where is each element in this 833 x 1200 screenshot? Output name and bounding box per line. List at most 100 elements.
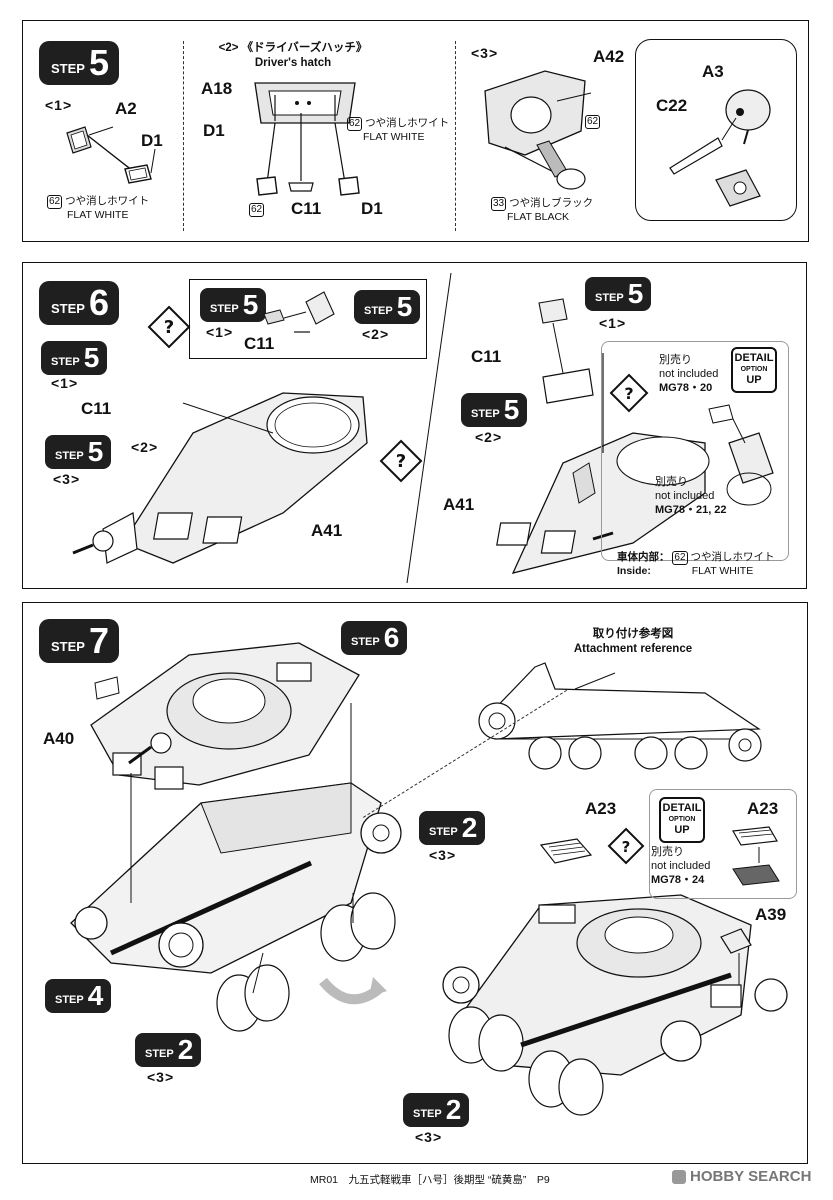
ref-sub: <2> [131, 439, 159, 455]
ref-step5-right-2: STEP 5 [461, 393, 528, 427]
brand-text: HOBBY SEARCH [690, 1168, 812, 1185]
part-c22-label: C22 [656, 96, 688, 115]
option-note-3: 別売り not included MG78・24 [651, 845, 710, 887]
option-parts-box [601, 341, 789, 561]
step-word: STEP [51, 60, 85, 76]
part-c11-label: C11 [81, 399, 112, 418]
ref-sub: <3> [147, 1069, 175, 1085]
step-number: 2 [445, 1094, 462, 1125]
part-a3-label: A3 [702, 62, 724, 81]
paint-jp: つや消しホワイト [690, 551, 775, 563]
step-number: 7 [88, 620, 109, 661]
paint-jp: つや消しブラック [509, 197, 594, 209]
detail-l2: OPTION [740, 366, 768, 373]
step5-sub1-label: <1> [45, 97, 73, 113]
ref-sub: <3> [429, 847, 457, 863]
paint-en: FLAT BLACK [507, 211, 570, 223]
paint-en: FLAT WHITE [67, 209, 129, 221]
option-jp: 別売り [651, 846, 684, 858]
step7-bogies-left [216, 892, 396, 1032]
drivers-hatch-title: <2> 《ドライバーズハッチ》 Driver's hatch [193, 41, 393, 71]
step-word: STEP [595, 292, 624, 304]
ref-step5-left-1: STEP 5 [41, 341, 108, 375]
step6-hull-right [496, 298, 710, 574]
step-word: STEP [55, 994, 84, 1006]
drivers-hatch-drawing [254, 82, 360, 196]
attach-jp: 取り付け参考図 [592, 628, 674, 640]
ref-sub: <1> [206, 324, 234, 340]
step-word: STEP [351, 636, 380, 648]
title-en: Driver's hatch [254, 57, 332, 69]
option-code: MG78・20 [659, 382, 713, 394]
paint-code: 62 [47, 195, 63, 209]
option-en: not included [651, 860, 711, 872]
part-a41-label: A41 [311, 521, 343, 540]
ref-sub: <2> [475, 429, 503, 445]
part-a23-label: A23 [585, 799, 617, 818]
part-c11-label: C11 [291, 199, 322, 218]
step5-sub1-drawing [66, 126, 156, 184]
subassembly-inset: STEP 5 <1> C11 STEP 5 <2> [189, 279, 427, 359]
step6-hull-left [72, 392, 368, 564]
step7-lower-hull [70, 703, 402, 974]
paint-ref-c: 62 [585, 115, 603, 129]
a23-part [539, 838, 593, 864]
detail-drawing [669, 89, 771, 207]
paint-en: FLAT WHITE [691, 565, 754, 577]
option-note-1: 別売り not included MG78・20 [659, 353, 718, 395]
divider [455, 41, 456, 231]
step-word: STEP [51, 356, 80, 368]
option-detail-drawing [708, 404, 774, 506]
step-word: STEP [145, 1048, 174, 1060]
part-a18-label: A18 [201, 79, 233, 98]
detail-l1: DETAIL [662, 802, 702, 814]
step-number: 5 [87, 436, 104, 467]
paint-code: 62 [347, 117, 363, 131]
paint-jp: つや消しホワイト [365, 117, 450, 129]
step-number: 6 [88, 282, 109, 323]
step5-sub3-drawing [484, 70, 592, 190]
paint-code: 62 [249, 203, 265, 217]
rotate-view-icon: ? [147, 305, 191, 349]
svg-text:?: ? [624, 384, 633, 403]
page-footer: MR01 九五式軽戦車［ハ号］後期型 “硫黄島” P9 [310, 1174, 550, 1186]
step-word: STEP [471, 408, 500, 420]
attachment-reference-drawing [478, 662, 762, 770]
part-c11-label: C11 [244, 334, 275, 353]
ref-step4: STEP 4 [45, 979, 112, 1013]
inside-en: Inside: [617, 565, 651, 577]
step-number: 2 [177, 1034, 194, 1065]
paint-code: 62 [672, 551, 688, 565]
inset-drawing [263, 291, 335, 333]
ref-sub: <1> [599, 315, 627, 331]
ref-step5-left-3: STEP 5 [45, 435, 112, 469]
part-a23-label: A23 [747, 799, 779, 818]
sub2-label: <2> [218, 42, 239, 54]
option-parts-box [649, 789, 797, 899]
detail-parts-drawing [732, 826, 780, 886]
part-d1-right-label: D1 [361, 199, 383, 218]
ref-step5-1: STEP 5 [200, 288, 267, 322]
step-word: STEP [51, 300, 85, 316]
step-word: STEP [51, 638, 85, 654]
part-a39-label: A39 [755, 905, 787, 924]
option-note-2: 別売り not included MG78・21, 22 [655, 475, 727, 517]
detail-inset: A3 C22 [635, 39, 797, 221]
detail-up-badge: DETAIL OPTION UP [659, 797, 705, 843]
step-number: 5 [396, 291, 413, 322]
paint-en: FLAT WHITE [363, 131, 425, 143]
detail-l3: UP [746, 374, 762, 386]
step-word: STEP [210, 303, 239, 315]
detail-up-badge: DETAIL OPTION UP [731, 347, 777, 393]
a39-part [720, 928, 752, 985]
part-c11-label: C11 [471, 347, 502, 366]
step-number: 5 [627, 278, 644, 309]
part-a2-label: A2 [115, 99, 137, 118]
step5-badge: STEP 5 [39, 41, 119, 85]
step-number: 6 [383, 622, 400, 653]
step-word: STEP [55, 450, 84, 462]
brand-icon [672, 1170, 686, 1185]
